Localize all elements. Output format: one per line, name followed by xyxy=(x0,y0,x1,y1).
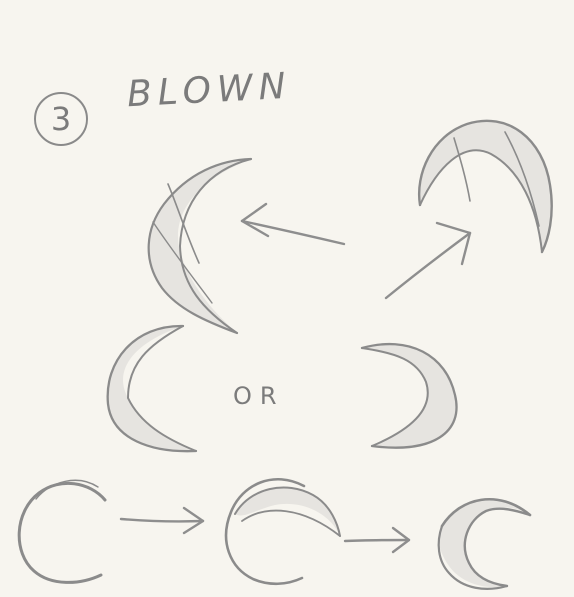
crescent-middle-left xyxy=(108,326,196,451)
blown-crescent-top-left xyxy=(149,159,251,333)
blown-crescent-top-right xyxy=(419,121,552,252)
crescent-bottom-2 xyxy=(226,479,340,584)
arrow-bottom-2 xyxy=(345,528,409,552)
arrow-left-upper xyxy=(242,204,344,244)
crescent-bottom-3 xyxy=(439,499,530,589)
arrow-bottom-1 xyxy=(121,508,203,533)
crescent-bottom-1 xyxy=(19,480,105,582)
crescent-middle-right xyxy=(362,344,457,448)
arrow-up-right xyxy=(386,223,470,298)
